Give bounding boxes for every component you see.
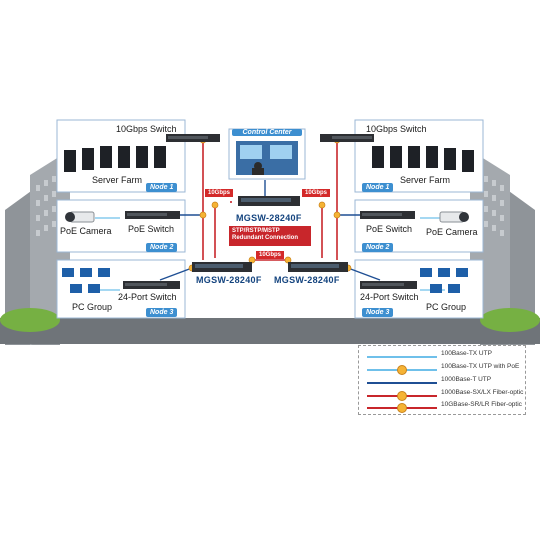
server-farm-left — [64, 146, 166, 172]
legend-row-4: 1000Base-SX/LX Fiber-optic — [359, 389, 525, 401]
tag-10gbps-right: 10Gbps — [302, 189, 331, 197]
poe-camera-left — [65, 211, 95, 223]
model-left-label: MGSW-28240F — [196, 275, 262, 285]
right-mid-switch-label: PoE Switch — [366, 224, 413, 234]
tag-10gbps-mid: 10Gbps — [256, 251, 285, 259]
legend-row-2: 100Base-TX UTP with PoE — [359, 363, 525, 375]
switch-mgsw-top — [238, 196, 300, 206]
left-bot-group-label: PC Group — [72, 302, 113, 312]
redundant-line-1: STP/RSTP/MSTP — [232, 228, 280, 234]
legend-row-1: 100Base-TX UTP — [359, 350, 525, 362]
panel-control-center — [228, 128, 306, 180]
switch-mgsw-right — [288, 262, 348, 272]
pc-group-left — [62, 268, 110, 293]
legend-dot-2 — [397, 365, 407, 375]
bush-right — [480, 308, 540, 332]
legend-label-4: 1000Base-SX/LX Fiber-optic — [441, 389, 524, 396]
left-top-group-label: Server Farm — [92, 175, 143, 185]
switch-10g-left — [166, 134, 220, 142]
model-right-label: MGSW-28240F — [274, 275, 340, 285]
switch-10g-right — [320, 134, 374, 142]
switch-mgsw-left — [192, 262, 252, 272]
redundant-line-2: Redundant Connection — [232, 234, 298, 241]
legend-label-3: 1000Base-T UTP — [441, 376, 492, 383]
legend-row-3: 1000Base-T UTP — [359, 376, 525, 388]
redundant-connection-box: STP/RSTP/MSTP Redundant Connection — [229, 226, 311, 246]
legend-label-5: 10GBase-SR/LR Fiber-optic — [441, 401, 522, 408]
server-farm-right — [372, 146, 474, 172]
right-top-group-label: Server Farm — [400, 175, 451, 185]
legend-row-5: 10GBase-SR/LR Fiber-optic — [359, 401, 525, 413]
legend-dot-5 — [397, 403, 407, 413]
fiber-links — [202, 140, 338, 261]
bush-left — [0, 308, 60, 332]
legend-label-2: 100Base-TX UTP with PoE — [441, 363, 520, 370]
right-top-node-badge: Node 1 — [362, 183, 394, 192]
legend: 100Base-TX UTP 100Base-TX UTP with PoE 1… — [358, 345, 526, 415]
left-top-switch-label: 10Gbps Switch — [116, 124, 177, 134]
control-center-title: Control Center — [232, 129, 302, 136]
model-top-label: MGSW-28240F — [236, 213, 302, 223]
switch-24-left — [123, 281, 180, 289]
right-mid-camera-label: PoE Camera — [426, 227, 478, 237]
left-bot-node-badge: Node 3 — [146, 308, 178, 317]
switch-poe-right — [360, 211, 415, 219]
poe-camera-right — [439, 211, 469, 223]
tag-10gbps-left: 10Gbps — [205, 189, 234, 197]
legend-dot-4 — [397, 391, 407, 401]
legend-label-1: 100Base-TX UTP — [441, 350, 492, 357]
right-top-switch-label: 10Gbps Switch — [366, 124, 427, 134]
right-bot-switch-label: 24-Port Switch — [360, 292, 419, 302]
right-mid-node-badge: Node 2 — [362, 243, 394, 252]
left-top-node-badge: Node 1 — [146, 183, 178, 192]
pc-group-right — [420, 268, 468, 293]
left-mid-switch-label: PoE Switch — [128, 224, 175, 234]
right-bot-node-badge: Node 3 — [362, 308, 394, 317]
legend-line-3 — [367, 382, 437, 384]
switch-24-right — [360, 281, 417, 289]
left-bot-switch-label: 24-Port Switch — [118, 292, 177, 302]
right-bot-group-label: PC Group — [426, 302, 467, 312]
legend-line-1 — [367, 356, 437, 358]
switch-poe-left — [125, 211, 180, 219]
ground — [0, 318, 540, 344]
left-mid-node-badge: Node 2 — [146, 243, 178, 252]
left-mid-camera-label: PoE Camera — [60, 226, 112, 236]
